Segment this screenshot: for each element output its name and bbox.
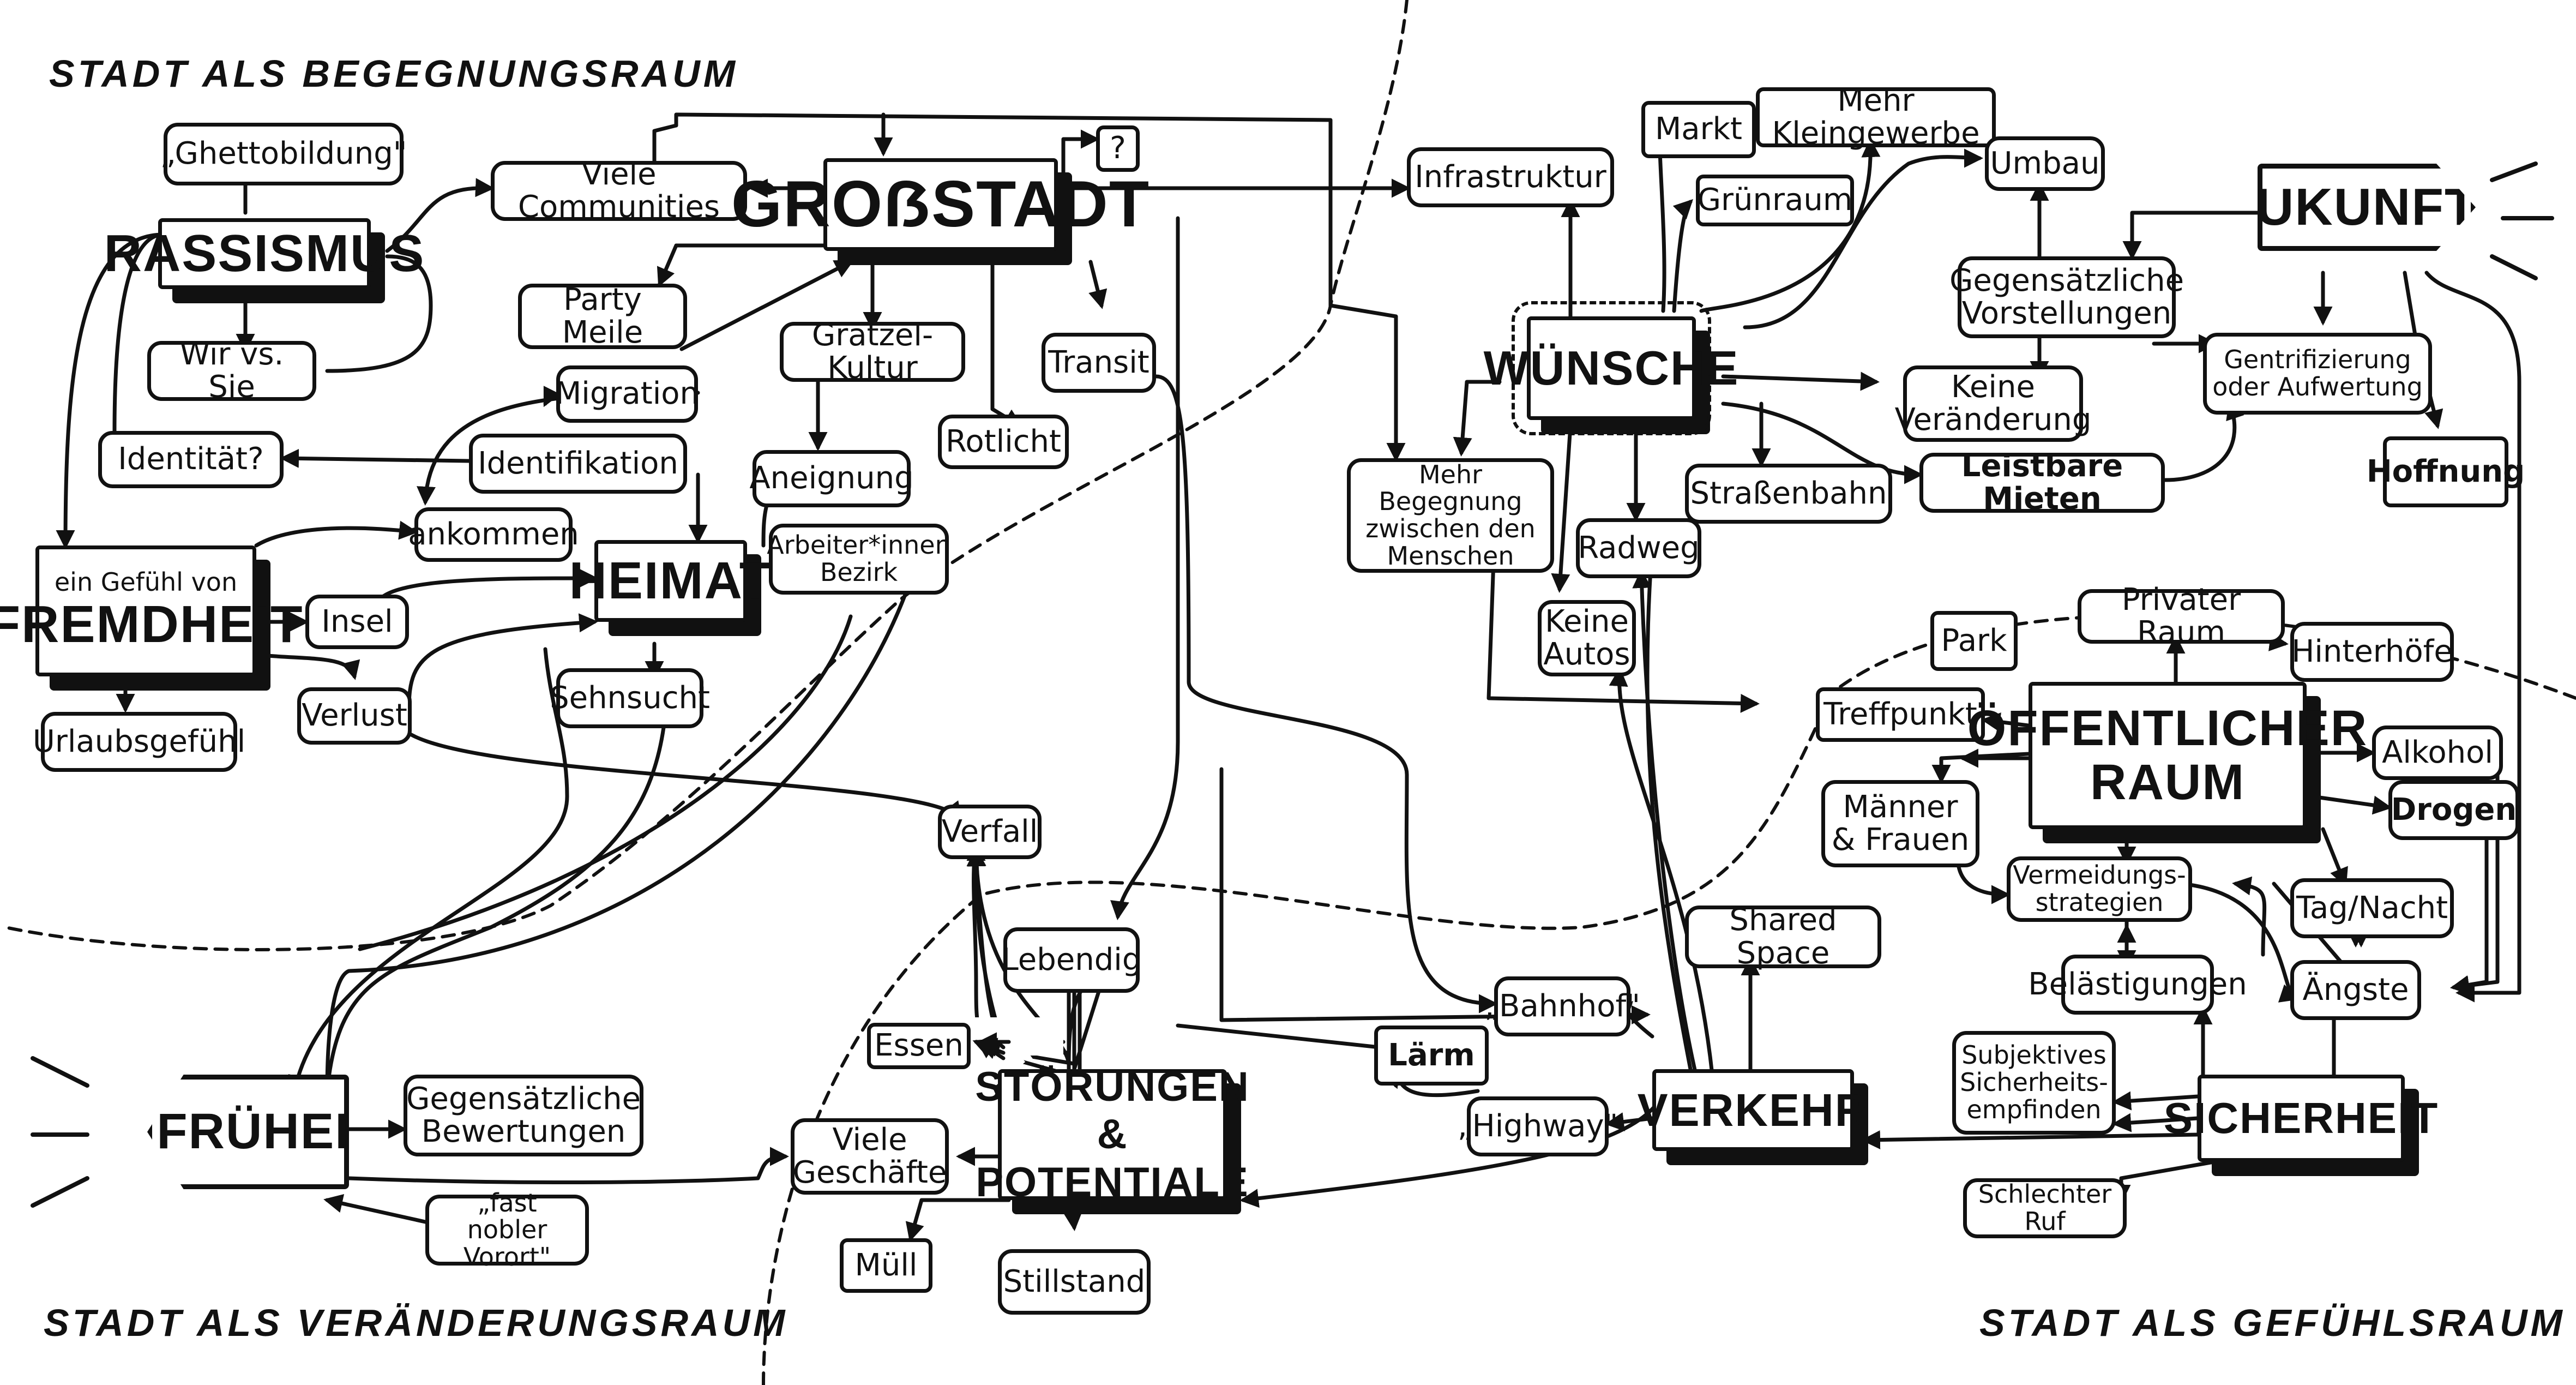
node-hinterhoefe[interactable]: Hinterhöfe [2290,622,2454,682]
region-title-gefuehlsraum: STADT ALS GEFÜHLSRAUM [1979,1302,2566,1344]
node-fremdheit[interactable]: ein Gefühl von FREMDHEIT [0,545,302,676]
node-ghettobildung[interactable]: „Ghettobildung" [160,123,407,185]
node-identifikation[interactable]: Identifikation [469,434,687,494]
node-wuensche[interactable]: WÜNSCHE [1484,301,1738,435]
node-arbeiter-bezirk[interactable]: Arbeiter*innen Bezirk [767,524,951,595]
node-grossstadt[interactable]: GROẞSTADT [731,158,1149,251]
node-fast-nobler-vorort[interactable]: „fast nobler Vorort" [425,1189,589,1270]
node-rassismus[interactable]: RASSISMUS [104,218,424,289]
node-alkohol[interactable]: Alkohol [2372,726,2503,780]
node-party-meile[interactable]: Party Meile [518,283,687,349]
node-gegensaetzliche-vorstellungen[interactable]: Gegensätzliche Vorstellungen [1949,256,2184,338]
node-verlust[interactable]: Verlust [297,687,412,745]
node-radweg[interactable]: Radweg [1576,518,1701,578]
node-aengste[interactable]: Ängste [2290,960,2421,1020]
node-highway[interactable]: „Highway" [1458,1096,1618,1156]
node-wir-vs-sie[interactable]: Wir vs. Sie [147,338,316,404]
node-fragezeichen[interactable]: ? [1096,125,1140,172]
node-keine-autos[interactable]: Keine Autos [1538,600,1636,676]
node-graetzel-kultur[interactable]: Grätzel-Kultur [780,319,965,385]
node-oeffentlicher-raum[interactable]: ÖFFENTLICHER RAUM [1967,682,2367,829]
fremdheit-prefix: ein Gefühl von [54,567,238,597]
node-maenner-frauen[interactable]: Männer & Frauen [1821,780,1979,867]
node-infrastruktur[interactable]: Infrastruktur [1407,147,1614,207]
node-shared-space[interactable]: Shared Space [1685,903,1881,969]
node-muell[interactable]: Müll [840,1238,932,1293]
node-leistbare-mieten[interactable]: Leistbare Mieten [1919,449,2165,515]
node-viele-communities[interactable]: Viele Communities [491,158,747,224]
node-viele-geschaefte[interactable]: Viele Geschäfte [791,1118,949,1195]
node-heimat[interactable]: HEIMAT [569,540,771,622]
node-markt[interactable]: Markt [1641,101,1756,158]
region-title-veraenderungsraum: STADT ALS VERÄNDERUNGSRAUM [44,1302,789,1344]
node-insel[interactable]: Insel [305,595,409,649]
node-urlaubsgefuehl[interactable]: Urlaubsgefühl [33,712,245,772]
node-aneignung[interactable]: Aneignung [749,450,914,507]
node-transit[interactable]: Transit [1042,333,1156,393]
node-migration[interactable]: Migration [555,365,699,423]
node-mehr-kleingewerbe[interactable]: Mehr Kleingewerbe [1756,84,1996,150]
node-sehnsucht[interactable]: Sehnsucht [550,668,710,728]
node-hoffnung[interactable]: Hoffnung [2367,436,2525,507]
node-identitaet[interactable]: Identität? [98,431,284,488]
node-bahnhof[interactable]: „Bahnhof" [1484,976,1640,1036]
node-gegensaetzliche-bewertungen[interactable]: Gegensätzliche Bewertungen [404,1075,643,1156]
node-lebendig[interactable]: Lebendig [1002,927,1141,993]
node-sicherheit[interactable]: SICHERHEIT [2164,1075,2437,1162]
node-park[interactable]: Park [1930,611,2018,671]
node-umbau[interactable]: Umbau [1985,136,2105,191]
node-frueher[interactable]: FRÜHER [147,1075,349,1189]
node-stillstand[interactable]: Stillstand [998,1249,1151,1315]
node-keine-veraenderung[interactable]: Keine Veränderung [1895,365,2091,442]
region-title-begegnungsraum: STADT ALS BEGEGNUNGSRAUM [49,52,738,95]
node-strassenbahn[interactable]: Straßenbahn [1685,464,1892,524]
node-vermeidungsstrategien[interactable]: Vermeidungs- strategien [2007,856,2192,922]
node-privater-raum[interactable]: Privater Raum [2078,583,2285,649]
node-belaestigungen[interactable]: Belästigungen [2028,955,2247,1015]
node-treffpunkt[interactable]: Treffpunkt [1816,687,1985,742]
node-laerm[interactable]: Lärm [1374,1026,1489,1086]
node-zukunft[interactable]: ZUKUNFT [2258,164,2476,251]
node-subjektives-sicherheitsempfinden[interactable]: Subjektives Sicherheits- empfinden [1952,1031,2116,1135]
node-essen[interactable]: Essen [867,1023,971,1069]
node-tag-nacht[interactable]: Tag/Nacht [2290,878,2454,938]
fremdheit-label: FREMDHEIT [0,595,304,653]
node-gruenraum[interactable]: Grünraum [1696,175,1854,226]
node-mehr-begegnung[interactable]: Mehr Begegnung zwischen den Menschen [1347,458,1554,573]
node-ankommen[interactable]: ankommen [408,507,579,562]
node-schlechter-ruf[interactable]: Schlechter Ruf [1963,1178,2127,1238]
node-verfall[interactable]: Verfall [938,805,1042,859]
node-drogen[interactable]: Drogen [2388,780,2519,840]
node-verkehr[interactable]: VERKEHR [1638,1069,1868,1151]
node-gentrifizierung[interactable]: Gentrifizierung oder Aufwertung [2203,333,2432,415]
node-stoerungen-potentiale[interactable]: STÖRUNGEN & POTENTIALE [975,1063,1250,1206]
node-rotlicht[interactable]: Rotlicht [938,415,1069,469]
